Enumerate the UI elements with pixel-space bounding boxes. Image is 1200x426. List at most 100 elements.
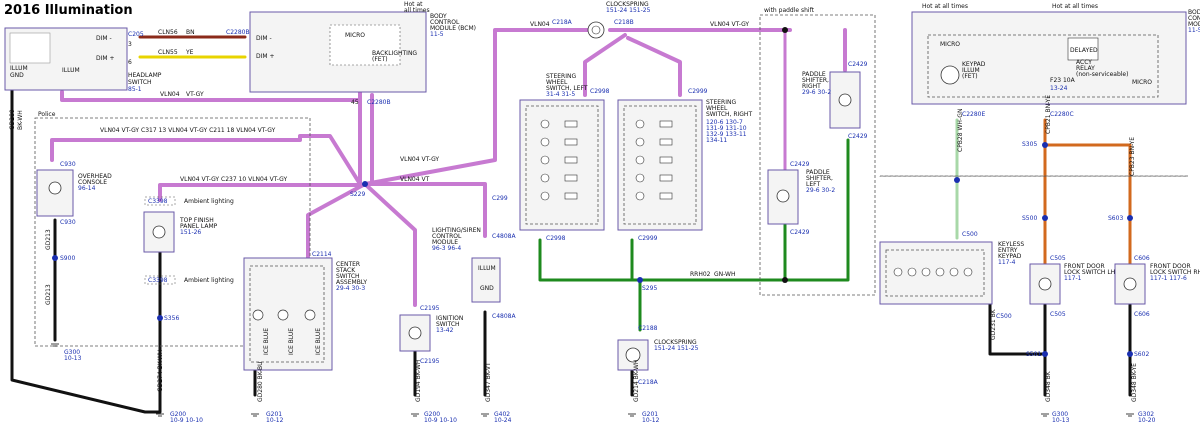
svg-text:31-4 31-5: 31-4 31-5: [546, 91, 575, 98]
black-wires: [10, 88, 1132, 414]
svg-text:6: 6: [128, 59, 132, 66]
svg-text:G300: G300: [64, 349, 80, 356]
svg-text:CONTROL: CONTROL: [1188, 15, 1200, 22]
svg-text:CPB21 BN-YE: CPB21 BN-YE: [1045, 95, 1052, 134]
svg-text:SWITCH, RIGHT: SWITCH, RIGHT: [706, 111, 752, 118]
svg-text:FRONT DOOR: FRONT DOOR: [1150, 263, 1191, 270]
svg-text:S295: S295: [642, 285, 657, 292]
center-stack: CENTER STACK SWITCH ASSEMBLY 29-4 30-3 I…: [243, 251, 367, 371]
svg-text:TOP FINISH: TOP FINISH: [179, 217, 214, 224]
svg-text:C505: C505: [1050, 311, 1066, 318]
svg-text:S603: S603: [1108, 215, 1123, 222]
svg-text:KEYPAD: KEYPAD: [998, 253, 1022, 260]
ground-labels: G300 10-13 G200 10-9 10-10 G201 10-12 G2…: [64, 349, 1156, 424]
svg-text:OVERHEAD: OVERHEAD: [78, 173, 112, 180]
wire-labels: CLN56 BN CLN55 YE VLN04 VT-GY VLN04 VT-G…: [9, 21, 1138, 402]
svg-text:GD274 BK-WH: GD274 BK-WH: [157, 350, 164, 392]
svg-text:MODULE (BCM): MODULE (BCM): [1188, 21, 1200, 28]
svg-text:C2280C: C2280C: [1050, 111, 1074, 118]
svg-text:CENTER: CENTER: [336, 261, 360, 268]
svg-text:96-14: 96-14: [78, 185, 96, 192]
svg-text:(FET): (FET): [372, 56, 388, 63]
svg-text:SWITCH, LEFT: SWITCH, LEFT: [546, 85, 588, 92]
svg-text:117-4: 117-4: [998, 259, 1016, 266]
svg-text:CLOCKSPRING: CLOCKSPRING: [654, 339, 697, 346]
svg-text:C2429: C2429: [848, 61, 868, 68]
grounds: [51, 343, 1134, 417]
svg-text:SWITCH: SWITCH: [336, 273, 360, 280]
svg-text:C2114: C2114: [312, 251, 332, 258]
svg-text:ILLUM: ILLUM: [478, 265, 496, 272]
bcm-right: MICRO KEYPAD ILLUM (FET) DELAYED ACCY RE…: [911, 3, 1200, 118]
svg-text:LOCK SWITCH RH: LOCK SWITCH RH: [1150, 269, 1200, 276]
svg-text:BODY: BODY: [430, 13, 447, 20]
svg-text:GD348 BK-YE: GD348 BK-YE: [1131, 363, 1138, 402]
svg-text:HEADLAMP: HEADLAMP: [128, 72, 162, 79]
svg-text:29-6 30-2: 29-6 30-2: [802, 89, 831, 96]
svg-text:C500: C500: [996, 313, 1012, 320]
svg-text:VLN04 VT: VLN04 VT: [400, 176, 430, 183]
svg-text:ILLUM: ILLUM: [10, 65, 28, 72]
svg-text:C2280E: C2280E: [962, 111, 985, 118]
svg-text:11-5: 11-5: [430, 31, 444, 38]
svg-text:G201: G201: [642, 411, 658, 418]
svg-text:CONSOLE: CONSOLE: [78, 179, 107, 186]
svg-text:BK-WH: BK-WH: [17, 110, 24, 130]
svg-text:VT-GY: VT-GY: [186, 91, 204, 98]
svg-text:GD347 BK-VT: GD347 BK-VT: [485, 362, 492, 402]
svg-text:RELAY: RELAY: [1076, 65, 1095, 72]
svg-text:CONTROL: CONTROL: [432, 233, 462, 240]
svg-text:MODULE (BCM): MODULE (BCM): [430, 25, 476, 32]
svg-text:G402: G402: [494, 411, 510, 418]
svg-text:120-6 130-7: 120-6 130-7: [706, 119, 743, 126]
svg-text:10-24: 10-24: [494, 417, 512, 424]
svg-text:PADDLE: PADDLE: [802, 71, 826, 78]
svg-text:131-9 131-10: 131-9 131-10: [706, 125, 747, 132]
svg-text:Hot at: Hot at: [404, 1, 423, 8]
svg-text:CLOCKSPRING: CLOCKSPRING: [606, 1, 649, 8]
front-door-lock-rh: FRONT DOOR LOCK SWITCH RH 117-1 117-6 C6…: [1114, 255, 1200, 318]
svg-text:Ambient lighting: Ambient lighting: [184, 198, 234, 205]
svg-text:MICRO: MICRO: [1132, 79, 1152, 86]
svg-text:29-4 30-3: 29-4 30-3: [336, 285, 365, 292]
svg-text:C218A: C218A: [552, 19, 573, 26]
svg-text:117-1 117-6: 117-1 117-6: [1150, 275, 1187, 282]
svg-text:VLN04 VT-GY C317 13 VLN04 VT-G: VLN04 VT-GY C317 13 VLN04 VT-GY C211 18 …: [100, 127, 276, 134]
svg-text:13-24: 13-24: [1050, 85, 1068, 92]
svg-text:LIGHTING/SIREN: LIGHTING/SIREN: [432, 227, 481, 234]
svg-text:SHIFTER,: SHIFTER,: [802, 77, 829, 84]
svg-text:13-42: 13-42: [436, 327, 454, 334]
svg-text:10-12: 10-12: [642, 417, 660, 424]
svg-text:C2999: C2999: [688, 88, 708, 95]
svg-text:PADDLE: PADDLE: [806, 169, 830, 176]
svg-text:GD213: GD213: [45, 284, 52, 305]
svg-text:Hot at all times: Hot at all times: [922, 3, 968, 10]
svg-text:MODULE: MODULE: [432, 239, 458, 246]
svg-text:DIM +: DIM +: [256, 53, 275, 60]
svg-text:ASSEMBLY: ASSEMBLY: [336, 279, 367, 286]
svg-text:BODY: BODY: [1188, 9, 1200, 16]
svg-text:Ambient lighting: Ambient lighting: [184, 277, 234, 284]
svg-text:ACCY: ACCY: [1076, 59, 1092, 66]
svg-text:C606: C606: [1134, 255, 1150, 262]
svg-text:C2188: C2188: [638, 325, 658, 332]
ignition-switch: IGNITION SWITCH 13-42 C2195 C2195: [399, 305, 463, 365]
svg-text:GD194 BK-WH: GD194 BK-WH: [415, 360, 422, 402]
svg-text:DELAYED: DELAYED: [1070, 47, 1098, 54]
svg-text:ICE BLUE: ICE BLUE: [315, 328, 322, 355]
svg-text:11-5: 11-5: [1188, 27, 1200, 34]
police-box: Police: [34, 111, 311, 347]
svg-text:C2195: C2195: [420, 305, 440, 312]
svg-text:MICRO: MICRO: [940, 41, 960, 48]
paddle-shift-box: with paddle shift PADDLE SHIFTER, RIGHT …: [759, 7, 876, 296]
svg-text:C2999: C2999: [638, 235, 658, 242]
svg-text:CPB28 WH-GN: CPB28 WH-GN: [957, 109, 964, 152]
svg-text:LEFT: LEFT: [806, 181, 820, 188]
svg-text:151-24 151-25: 151-24 151-25: [654, 345, 699, 352]
svg-text:96-3 96-4: 96-3 96-4: [432, 245, 461, 252]
svg-text:C2998: C2998: [590, 88, 610, 95]
svg-text:C2429: C2429: [848, 133, 868, 140]
svg-text:C218A: C218A: [638, 379, 659, 386]
svg-text:S500: S500: [1022, 215, 1037, 222]
